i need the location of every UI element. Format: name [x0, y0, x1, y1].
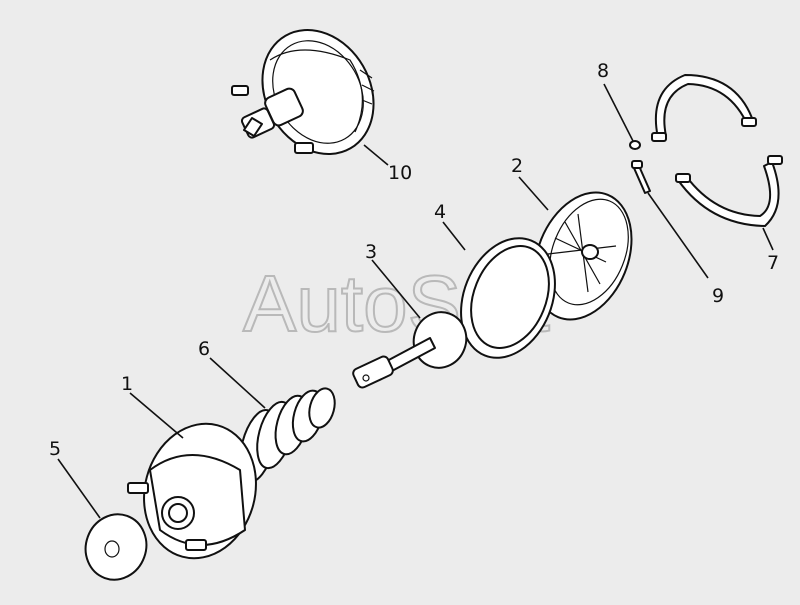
callout-3: 3 [365, 241, 377, 263]
callout-4: 4 [434, 201, 446, 223]
callout-7: 7 [767, 252, 779, 274]
part-1-housing [127, 422, 257, 560]
callout-10: 10 [388, 162, 412, 184]
callout-2: 2 [511, 155, 523, 177]
part-8-nut [629, 140, 641, 150]
callout-1: 1 [121, 373, 133, 395]
part-10-brake-booster [231, 28, 375, 156]
part-4-ring [460, 237, 556, 359]
leader-lines [57, 83, 774, 519]
callout-9: 9 [712, 285, 724, 307]
callout-5: 5 [49, 438, 61, 460]
part-9-bolt [631, 160, 651, 194]
part-5-washer [84, 513, 148, 581]
part-2-diaphragm-plate [533, 191, 633, 321]
callout-8: 8 [597, 60, 609, 82]
part-7-clamp-bands [651, 74, 783, 227]
callout-6: 6 [198, 338, 210, 360]
part-3-piston-rod [352, 311, 468, 389]
